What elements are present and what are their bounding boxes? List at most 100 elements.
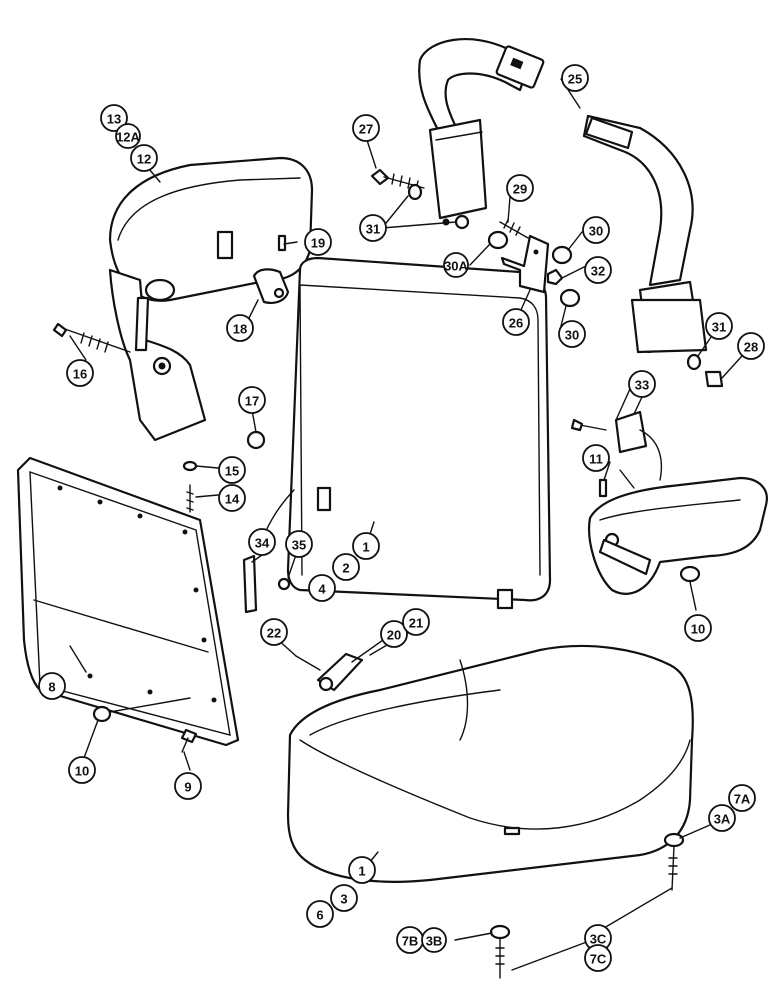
callout-circle — [558, 320, 586, 348]
callout-label: 35 — [292, 538, 306, 553]
callout-circle — [737, 332, 765, 360]
callout-c3a: 3A — [708, 804, 736, 832]
callout-c4: 4 — [308, 574, 336, 602]
callout-c30b: 30 — [582, 216, 610, 244]
callout-c10a: 10 — [684, 614, 712, 642]
callout-label: 30A — [444, 259, 468, 274]
callout-c31b: 31 — [705, 312, 733, 340]
callout-circle — [66, 359, 94, 387]
callout-circle — [174, 772, 202, 800]
callout-label: 16 — [73, 367, 87, 382]
callout-label: 25 — [568, 72, 582, 87]
callout-label: 6 — [316, 908, 323, 923]
callout-c7b: 7B — [396, 926, 424, 954]
callout-c2: 2 — [332, 553, 360, 581]
callout-label: 15 — [225, 464, 239, 479]
callout-circle — [38, 672, 66, 700]
callout-label: 18 — [233, 322, 247, 337]
callout-circle — [352, 532, 380, 560]
callout-c7c: 7C — [584, 944, 612, 972]
callout-c31a: 31 — [359, 214, 387, 242]
callout-label: 21 — [409, 616, 423, 631]
callout-circle — [308, 574, 336, 602]
callout-c35: 35 — [285, 530, 313, 558]
callout-circle — [348, 856, 376, 884]
callout-label: 30 — [589, 224, 603, 239]
callout-label: 12 — [137, 152, 151, 167]
callouts: 1312A122725293130A3032263019181617151431… — [38, 64, 765, 972]
callout-c28: 28 — [737, 332, 765, 360]
callout-label: 11 — [589, 452, 603, 467]
left-armrest — [108, 156, 314, 442]
callout-c3c: 3C — [584, 924, 612, 952]
seat-backrest — [286, 256, 552, 610]
callout-circle — [506, 174, 534, 202]
callout-label: 19 — [311, 236, 325, 251]
callout-label: 14 — [225, 492, 240, 507]
callout-circle — [218, 484, 246, 512]
callout-c30c: 30 — [558, 320, 586, 348]
callout-c13: 13 — [100, 104, 128, 132]
callout-label: 26 — [509, 316, 523, 331]
callout-label: 7B — [402, 934, 419, 949]
callout-label: 31 — [366, 222, 380, 237]
right-armrest — [588, 476, 768, 595]
callout-label: 7C — [590, 952, 607, 967]
callout-label: 10 — [691, 622, 705, 637]
callout-circle — [402, 608, 430, 636]
callout-circle — [285, 530, 313, 558]
callout-circle — [115, 123, 141, 149]
hardware — [52, 168, 724, 979]
callout-label: 10 — [75, 764, 89, 779]
callout-circle — [421, 927, 447, 953]
callout-circle — [248, 528, 276, 556]
callout-c3: 3 — [330, 884, 358, 912]
callout-c12: 12 — [130, 144, 158, 172]
callout-circle — [502, 308, 530, 336]
callout-label: 3C — [590, 932, 607, 947]
callout-label: 1 — [358, 864, 365, 879]
callout-c3b: 3B — [421, 927, 447, 953]
callout-label: 3A — [714, 812, 731, 827]
callout-c8: 8 — [38, 672, 66, 700]
callout-circle — [304, 228, 332, 256]
callout-label: 9 — [184, 780, 191, 795]
callout-label: 28 — [744, 340, 758, 355]
callout-c6: 6 — [306, 900, 334, 928]
callout-circle — [238, 386, 266, 414]
callout-circle — [705, 312, 733, 340]
callout-label: 8 — [48, 680, 55, 695]
callout-c17: 17 — [238, 386, 266, 414]
callout-circle — [332, 553, 360, 581]
callout-label: 31 — [712, 320, 726, 335]
callout-c34: 34 — [248, 528, 276, 556]
callout-label: 2 — [342, 561, 349, 576]
callout-c27: 27 — [352, 114, 380, 142]
callout-circle — [359, 214, 387, 242]
callout-circle — [628, 370, 656, 398]
callout-c11: 11 — [582, 444, 610, 472]
callout-c1b: 1 — [348, 856, 376, 884]
callout-c29: 29 — [506, 174, 534, 202]
callout-circle — [226, 314, 254, 342]
callout-label: 17 — [245, 394, 259, 409]
callout-circle — [684, 614, 712, 642]
callout-label: 13 — [107, 112, 121, 127]
seat-cushion — [286, 644, 694, 883]
callout-circle — [68, 756, 96, 784]
callout-c32: 32 — [584, 256, 612, 284]
callout-circle — [100, 104, 128, 132]
callout-c19: 19 — [304, 228, 332, 256]
callout-label: 3B — [426, 934, 443, 949]
callout-label: 27 — [359, 122, 373, 137]
callout-c33: 33 — [628, 370, 656, 398]
callout-circle — [380, 620, 408, 648]
callout-c10b: 10 — [68, 756, 96, 784]
callout-label: 30 — [565, 328, 579, 343]
callout-c14: 14 — [218, 484, 246, 512]
callout-label: 7A — [734, 792, 751, 807]
callout-c15: 15 — [218, 456, 246, 484]
callout-circle — [582, 444, 610, 472]
callout-c7a: 7A — [728, 784, 756, 812]
